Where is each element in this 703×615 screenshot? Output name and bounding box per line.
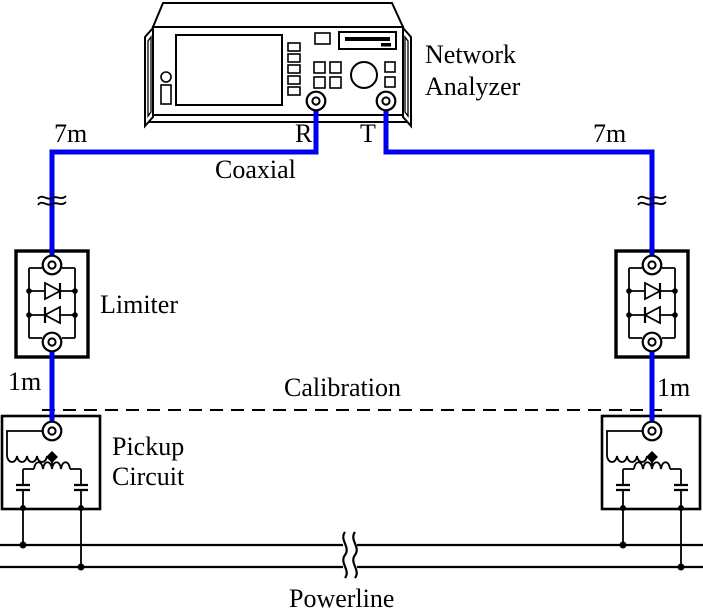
label-port-r: R: [295, 119, 313, 148]
port-t-connector: [375, 90, 397, 112]
disk-eject-button: [381, 43, 391, 47]
disk-slot: [345, 37, 390, 41]
coax-cables: [49, 109, 655, 428]
analyzer-power-switch: [160, 84, 172, 105]
analyzer-rotary-knob: [350, 61, 378, 89]
analyzer-right-handle-inner: [404, 35, 409, 118]
port-r-connector: [305, 90, 327, 112]
analyzer-side-buttons: [384, 61, 396, 88]
label-cable-right-length: 7m: [593, 119, 626, 148]
analyzer-power-knob: [160, 71, 172, 83]
label-drop-left-length: 1m: [8, 367, 41, 396]
label-calibration: Calibration: [284, 373, 401, 402]
analyzer-top: [151, 2, 405, 28]
analyzer-right-handle: [402, 25, 412, 129]
analyzer-left-handle: [144, 25, 154, 129]
label-limiter: Limiter: [100, 290, 178, 319]
label-pickup-line2: Circuit: [112, 462, 185, 491]
label-powerline: Powerline: [289, 584, 394, 613]
label-device-line2: Analyzer: [425, 72, 521, 101]
analyzer-keypad: [313, 61, 342, 89]
label-pickup-line1: Pickup: [112, 432, 184, 461]
analyzer-button: [314, 32, 331, 45]
coax-cable-left: [49, 109, 319, 262]
analyzer-softkeys: [287, 42, 301, 96]
network-analyzer: [143, 2, 413, 129]
label-coaxial: Coaxial: [215, 155, 296, 184]
coax-cable-right: [383, 109, 655, 262]
analyzer-left-handle-inner: [147, 35, 152, 118]
label-port-t: T: [360, 119, 376, 148]
label-cable-left-length: 7m: [54, 119, 87, 148]
label-drop-right-length: 1m: [657, 373, 690, 402]
powerline-break-icon: [342, 531, 348, 579]
analyzer-disk-drive: [338, 31, 397, 50]
powerline: [0, 531, 703, 579]
label-device-line1: Network: [425, 40, 516, 69]
analyzer-screen: [175, 34, 283, 106]
powerline-break-icon: [352, 531, 358, 579]
